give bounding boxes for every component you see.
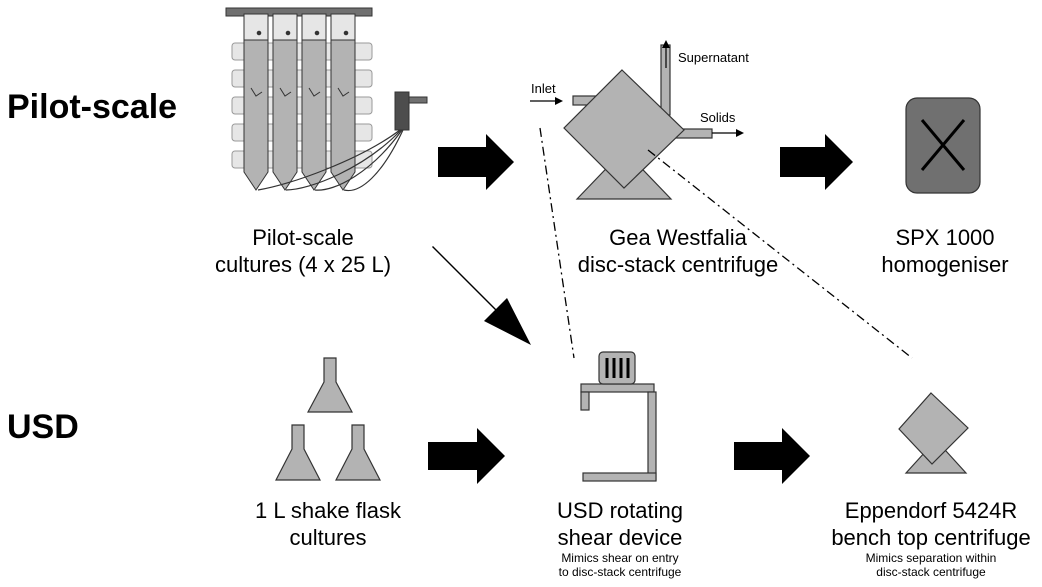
caption-bench-line2: bench top centrifuge [831, 525, 1031, 550]
caption-bench-centrifuge: Eppendorf 5424R bench top centrifuge [826, 497, 1036, 551]
row-label-pilot: Pilot-scale [7, 88, 178, 126]
caption-homogeniser-line2: homogeniser [881, 252, 1009, 277]
row-label-usd: USD [7, 408, 79, 446]
caption-pilot-cultures-line2: cultures (4 x 25 L) [214, 252, 392, 277]
caption-homogeniser: SPX 1000 homogeniser [855, 224, 1035, 278]
caption-pilot-cultures: Pilot-scale cultures (4 x 25 L) [190, 224, 416, 278]
caption-pilot-cultures-line1: Pilot-scale [252, 225, 354, 250]
homogeniser-icon [905, 97, 981, 194]
caption-bench-line1: Eppendorf 5424R [844, 498, 1018, 523]
shake-flasks-icon [275, 357, 381, 481]
supernatant-label: Supernatant [678, 50, 749, 65]
caption-flasks-line2: cultures [289, 525, 367, 550]
arrow-cultures-to-centrifuge [438, 134, 514, 190]
note-shear-line1: Mimics shear on entry [561, 551, 679, 565]
arrow-shear-to-bench [734, 428, 810, 484]
bench-centrifuge-icon [898, 392, 969, 474]
caption-flasks: 1 L shake flask cultures [228, 497, 428, 551]
note-bench-centrifuge: Mimics separation within disc-stack cent… [831, 551, 1031, 579]
bioreactor-rack-icon [225, 7, 428, 192]
disc-stack-centrifuge-icon [563, 44, 713, 200]
note-shear-device: Mimics shear on entry to disc-stack cent… [520, 551, 720, 579]
caption-homogeniser-line1: SPX 1000 [895, 225, 995, 250]
centrifuge-flow-arrows [530, 40, 744, 137]
arrow-centrifuge-to-homogeniser [780, 134, 853, 190]
caption-centrifuge-line1: Gea Westfalia [609, 225, 747, 250]
caption-shear-line2: shear device [557, 525, 683, 550]
arrow-pilot-to-usd [422, 246, 531, 345]
process-arrows [422, 134, 853, 484]
inlet-label: Inlet [531, 81, 556, 96]
solids-label: Solids [700, 110, 736, 125]
caption-centrifuge: Gea Westfalia disc-stack centrifuge [558, 224, 798, 278]
shear-device-icon [580, 351, 657, 482]
note-shear-line2: to disc-stack centrifuge [558, 565, 682, 579]
caption-flasks-line1: 1 L shake flask [255, 498, 401, 523]
note-bench-line2: disc-stack centrifuge [876, 565, 986, 579]
correspondence-lines [539, 127, 913, 359]
arrow-flasks-to-shear [428, 428, 505, 484]
caption-shear-device: USD rotating shear device [520, 497, 720, 551]
caption-shear-line1: USD rotating [557, 498, 683, 523]
note-bench-line1: Mimics separation within [865, 551, 997, 565]
caption-centrifuge-line2: disc-stack centrifuge [577, 252, 779, 277]
